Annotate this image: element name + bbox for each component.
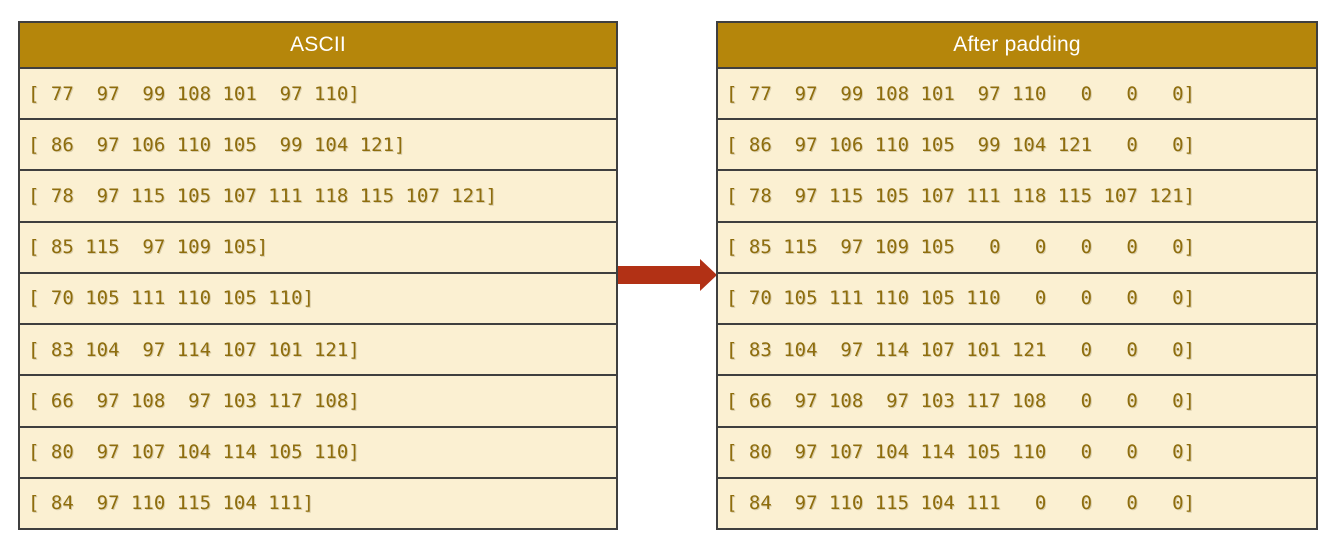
table-row: [ 84 97 110 115 104 111 0 0 0 0] [718, 476, 1316, 528]
table-row: [ 85 115 97 109 105] [20, 220, 616, 272]
table-row: [ 85 115 97 109 105 0 0 0 0 0] [718, 220, 1316, 272]
table-row: [ 77 97 99 108 101 97 110 0 0 0] [718, 69, 1316, 119]
table-row: [ 83 104 97 114 107 101 121 0 0 0] [718, 323, 1316, 375]
table-row: [ 80 97 107 104 114 105 110] [20, 425, 616, 477]
after-padding-table: After padding [ 77 97 99 108 101 97 110 … [716, 21, 1318, 530]
ascii-table-header: ASCII [20, 23, 616, 69]
arrow-right-icon [700, 259, 717, 291]
table-row: [ 86 97 106 110 105 99 104 121 0 0] [718, 118, 1316, 170]
arrow-shaft [618, 266, 701, 284]
table-row: [ 78 97 115 105 107 111 118 115 107 121] [718, 169, 1316, 221]
after-padding-table-header: After padding [718, 23, 1316, 69]
table-row: [ 80 97 107 104 114 105 110 0 0 0] [718, 425, 1316, 477]
table-row: [ 70 105 111 110 105 110 0 0 0 0] [718, 271, 1316, 324]
table-row: [ 83 104 97 114 107 101 121] [20, 323, 616, 375]
ascii-table-rows: [ 77 97 99 108 101 97 110][ 86 97 106 11… [20, 69, 616, 528]
table-row: [ 86 97 106 110 105 99 104 121] [20, 118, 616, 170]
after-padding-table-rows: [ 77 97 99 108 101 97 110 0 0 0][ 86 97 … [718, 69, 1316, 528]
table-row: [ 70 105 111 110 105 110] [20, 271, 616, 324]
ascii-table: ASCII [ 77 97 99 108 101 97 110][ 86 97 … [18, 21, 618, 530]
table-row: [ 78 97 115 105 107 111 118 115 107 121] [20, 169, 616, 221]
table-row: [ 66 97 108 97 103 117 108 0 0 0] [718, 374, 1316, 426]
table-row: [ 84 97 110 115 104 111] [20, 476, 616, 528]
table-row: [ 77 97 99 108 101 97 110] [20, 69, 616, 119]
table-row: [ 66 97 108 97 103 117 108] [20, 374, 616, 426]
transform-arrow [618, 259, 717, 291]
